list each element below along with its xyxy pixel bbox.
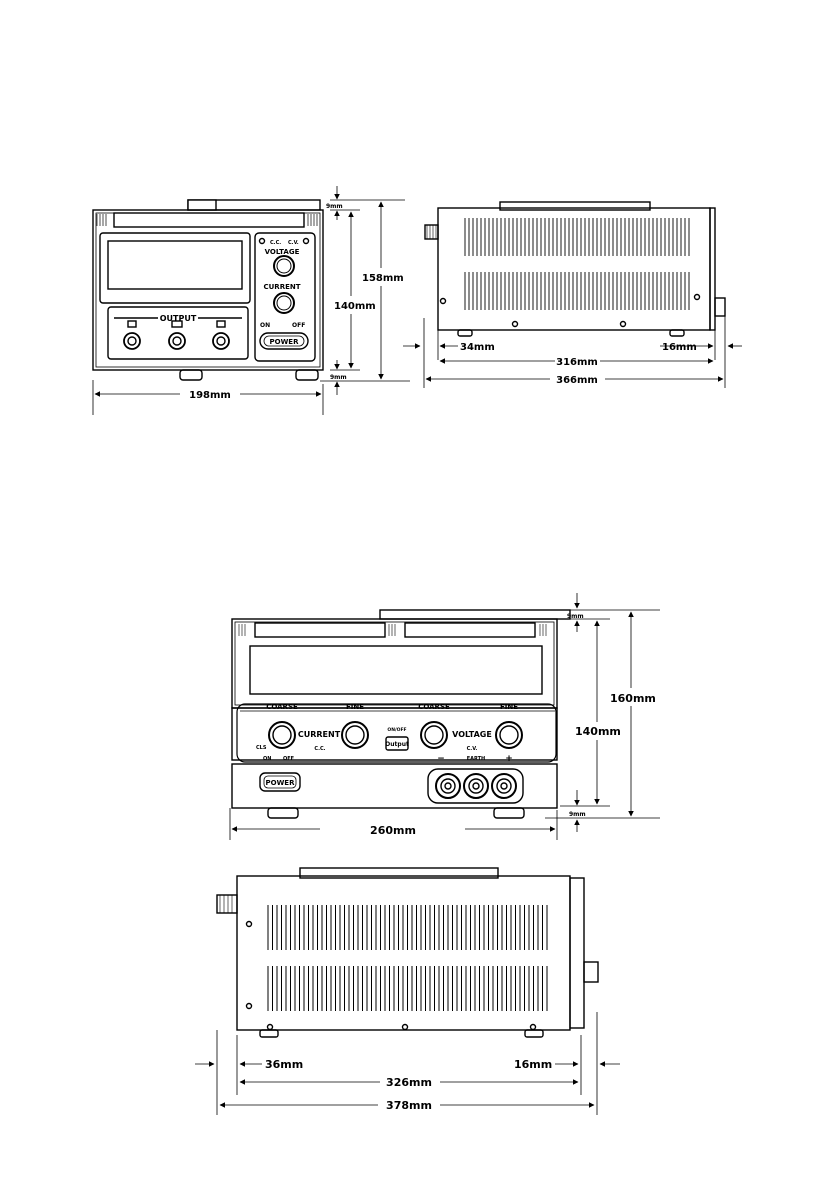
psu1-minus-marker (128, 321, 136, 327)
psu2-cc-label: C.C. (314, 746, 325, 752)
psu1-plus-marker (217, 321, 225, 327)
psu1-current-label: CURRENT (263, 283, 300, 291)
psu2-front-foot-left (268, 808, 298, 818)
psu2-coarse-right-label: COARSE (418, 703, 450, 711)
psu2-front-foot-right (494, 808, 524, 818)
psu2-side-foot-right (525, 1030, 543, 1037)
psu1-side-foot-left (458, 330, 472, 336)
psu2-dim-front-protrusion: 36mm (265, 1058, 303, 1071)
psu2-output-label: Output (385, 741, 409, 748)
psu2-fine-right-label: FINE (500, 703, 518, 711)
psu2-dim-total-depth: 378mm (386, 1099, 432, 1112)
psu2-side-foot-left (260, 1030, 278, 1037)
psu1-voltage-label: VOLTAGE (265, 248, 300, 256)
psu1-power-label: POWER (270, 338, 300, 346)
psu2-cv-label: C.V. (467, 746, 478, 752)
psu1-dim-height-total: 158mm (362, 273, 404, 284)
psu1-display-panel (100, 233, 250, 303)
psu1-side-view (425, 202, 725, 336)
psu2-terminal-minus (436, 774, 460, 798)
psu1-dim-width: 198mm (189, 390, 231, 401)
psu1-side-foot-right (670, 330, 684, 336)
psu2-side-dim-labels: 36mm 16mm 326mm 378mm (265, 1058, 552, 1112)
psu2-terminal-earth (464, 774, 488, 798)
psu2-dim-body-depth: 326mm (386, 1076, 432, 1089)
psu1-terminal-plus (213, 333, 229, 349)
psu1-dim-front-protrusion: 34mm (460, 342, 495, 353)
psu2-side-vents-bottom (268, 966, 547, 1011)
psu2-plus-label: + (505, 754, 513, 764)
psu1-dim-total-depth: 366mm (556, 375, 598, 386)
psu2-vent-right (405, 623, 535, 637)
psu2-side-view (217, 868, 598, 1037)
psu1-cv-label: C.V. (288, 240, 299, 246)
psu1-side-handle (500, 202, 650, 210)
psu1-dim-body-depth: 316mm (556, 357, 598, 368)
psu2-fine-left-label: FINE (346, 703, 364, 711)
psu1-on-label: ON (260, 322, 270, 329)
psu2-dim-top-gap: 9mm (567, 613, 584, 620)
psu1-dim-height-body: 140mm (334, 301, 376, 312)
psu2-front-handle (380, 610, 570, 619)
psu2-dim-rear-protrusion: 16mm (514, 1058, 552, 1071)
psu1-cc-label: C.C. (270, 240, 281, 246)
psu2-earth-label: EARTH (467, 756, 486, 762)
psu1-dim-rear-protrusion: 16mm (662, 342, 697, 353)
psu2-side-rear-knob (584, 962, 598, 982)
psu2-power-label: POWER (266, 779, 296, 787)
psu2-current-label: CURRENT (298, 730, 341, 739)
psu1-dim-top-gap: 9mm (326, 203, 343, 210)
psu2-onoff-label: ON/OFF (387, 727, 406, 733)
psu1-side-vents-top (465, 218, 689, 256)
psu2-dim-bottom-gap: 9mm (569, 811, 586, 818)
psu1-output-label: OUTPUT (160, 314, 197, 323)
psu1-front-foot-right (296, 370, 318, 380)
psu2-side-vents-top (268, 905, 547, 950)
psu1-cc-led (260, 239, 265, 244)
psu2-control-panel (232, 708, 557, 760)
psu2-dim-height-body: 140mm (575, 725, 621, 738)
psu2-minus-label: − (437, 754, 445, 764)
psu2-on-label: ON (263, 756, 271, 762)
psu1-display-screen (108, 241, 242, 289)
psu1-side-rear-knob (715, 298, 725, 316)
psu2-off-label: OFF (283, 756, 294, 762)
psu1-cv-led (304, 239, 309, 244)
psu2-vent-left (255, 623, 385, 637)
psu1-front-vent (114, 213, 304, 227)
psu1-off-label: OFF (292, 322, 305, 329)
psu1-terminal-minus (124, 333, 140, 349)
psu1-dim-bottom-gap: 9mm (330, 374, 347, 381)
psu1-front-foot-left (180, 370, 202, 380)
psu1-terminal-gnd (169, 333, 185, 349)
psu2-display-screen (250, 646, 542, 694)
psu2-terminal-plus (492, 774, 516, 798)
psu2-dim-height-total: 160mm (610, 692, 656, 705)
psu2-coarse-left-label: COARSE (266, 703, 298, 711)
psu2-voltage-label: VOLTAGE (452, 730, 492, 739)
psu2-dim-width: 260mm (370, 824, 416, 837)
psu2-cls-label: CLS (256, 745, 267, 751)
psu1-side-vents-bottom (465, 272, 689, 310)
